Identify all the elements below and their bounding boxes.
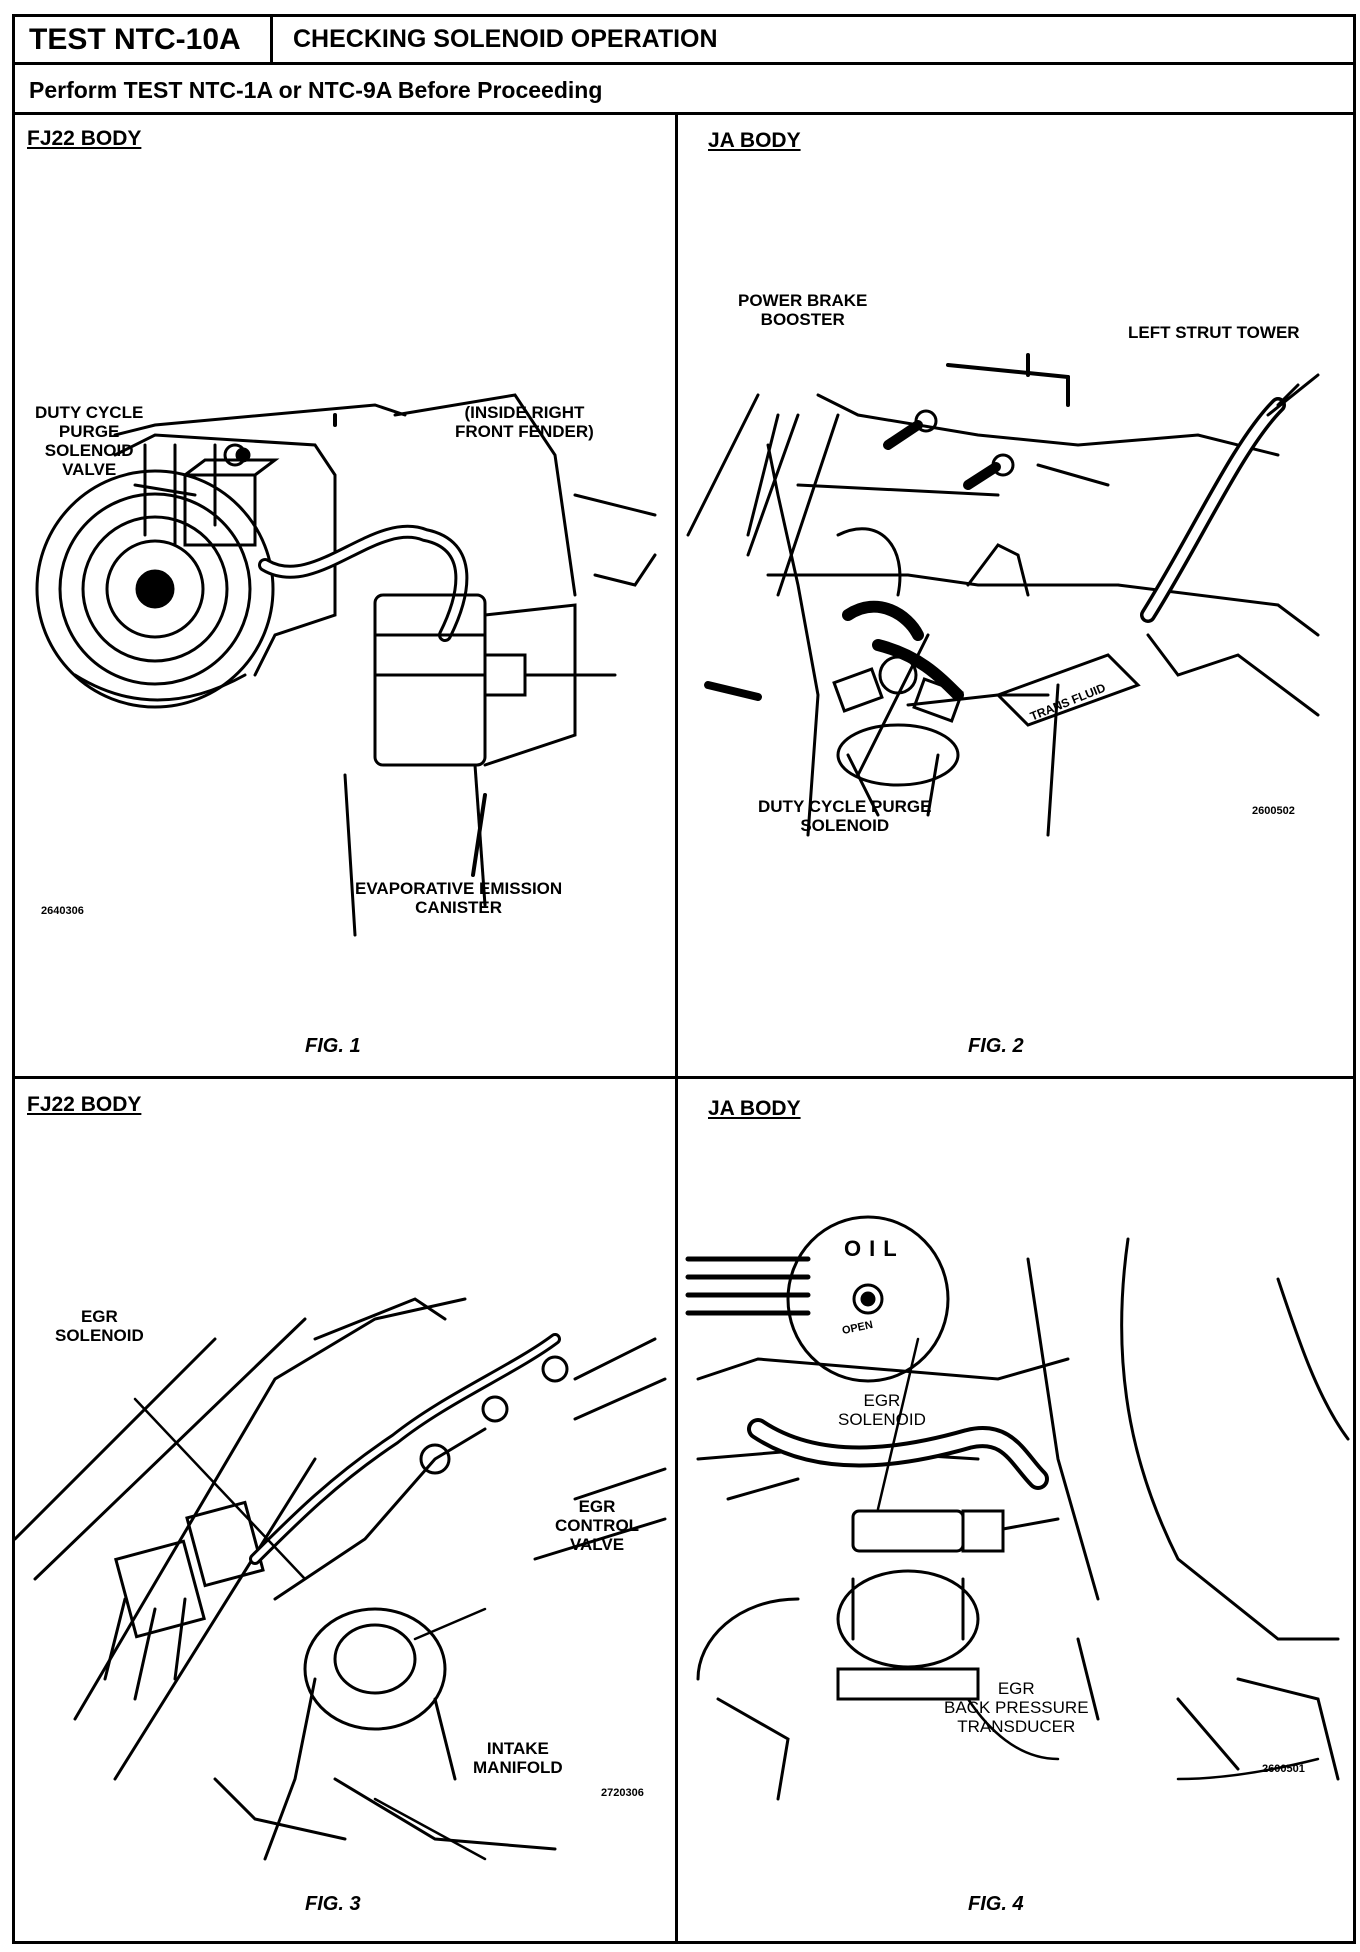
callout-line: (INSIDE RIGHT — [464, 403, 585, 422]
callout-line: MANIFOLD — [473, 1758, 563, 1777]
figure-label: FIG. 1 — [305, 1035, 361, 1057]
callout-line: CONTROL — [555, 1516, 640, 1535]
figure-label: FIG. 2 — [968, 1035, 1024, 1057]
callout-line: EGR — [863, 1391, 901, 1410]
prerequisite-row: Perform TEST NTC-1A or NTC-9A Before Pro… — [15, 65, 1353, 115]
callout-line: SOLENOID — [838, 1410, 926, 1429]
intake-manifold-callout: INTAKE MANIFOLD — [473, 1739, 563, 1777]
callout-line: SOLENOID — [800, 816, 890, 835]
strut-tower-callout: LEFT STRUT TOWER — [1128, 323, 1300, 342]
booster-callout: POWER BRAKE BOOSTER — [738, 291, 867, 329]
egr-control-valve-callout: EGR CONTROL VALVE — [555, 1497, 639, 1554]
header-row: TEST NTC-10A CHECKING SOLENOID OPERATION — [15, 17, 1353, 65]
prerequisite-text: Perform TEST NTC-1A or NTC-9A Before Pro… — [29, 77, 603, 103]
callout-line: BACK PRESSURE — [944, 1698, 1089, 1717]
callout-line: TRANSDUCER — [957, 1717, 1076, 1736]
figure-code: 2720306 — [601, 1787, 644, 1799]
egr-solenoid-callout: EGR SOLENOID — [55, 1307, 144, 1345]
purge-valve-illustration — [35, 393, 657, 937]
callout-line: VALVE — [62, 460, 117, 479]
callout-line: DUTY CYCLE PURGE — [758, 797, 932, 816]
figure-code: 2600501 — [1262, 1763, 1305, 1775]
body-label: JA BODY — [708, 1097, 801, 1120]
egr-back-pressure-transducer-callout: EGR BACK PRESSURE TRANSDUCER — [944, 1679, 1089, 1736]
ja-purge-illustration — [686, 353, 1320, 837]
callout-line: DUTY CYCLE — [35, 403, 144, 422]
canister-callout: EVAPORATIVE EMISSION CANISTER — [355, 879, 562, 917]
callout-line: SOLENOID — [44, 441, 134, 460]
callout-line: BOOSTER — [760, 310, 845, 329]
egr-solenoid-callout: EGR SOLENOID — [838, 1391, 926, 1429]
callout-line: SOLENOID — [55, 1326, 144, 1345]
figure-panel-2: JA BODY — [678, 115, 1353, 1079]
figure-code: 2640306 — [41, 905, 84, 917]
figure-label: FIG. 3 — [305, 1893, 361, 1915]
body-label: FJ22 BODY — [27, 127, 142, 150]
body-label: FJ22 BODY — [27, 1093, 142, 1116]
callout-line: EGR — [997, 1679, 1035, 1698]
callout-line: FRONT FENDER) — [455, 422, 594, 441]
purge-solenoid-callout: DUTY CYCLE PURGE SOLENOID — [758, 797, 932, 835]
callout-line: INTAKE — [486, 1739, 549, 1758]
egr-transducer-illustration — [685, 1215, 1350, 1801]
figure-panel-3: FJ22 BODY — [15, 1079, 678, 1941]
figure-panel-4: JA BODY — [678, 1079, 1353, 1941]
callout-line: POWER BRAKE — [738, 291, 868, 310]
figure-label: FIG. 4 — [968, 1893, 1024, 1915]
callout-line: CANISTER — [415, 898, 503, 917]
figure-panel-1: FJ22 BODY — [15, 115, 678, 1079]
callout-line: EVAPORATIVE EMISSION — [355, 879, 563, 898]
purge-valve-callout: DUTY CYCLE PURGE SOLENOID VALVE — [35, 403, 143, 479]
callout-line: PURGE — [58, 422, 120, 441]
egr-solenoid-illustration — [15, 1297, 667, 1861]
test-procedure-sheet: TEST NTC-10A CHECKING SOLENOID OPERATION… — [12, 14, 1356, 1944]
body-label: JA BODY — [708, 129, 801, 152]
callout-line: EGR — [578, 1497, 616, 1516]
test-title: CHECKING SOLENOID OPERATION — [293, 25, 718, 53]
fender-callout: (INSIDE RIGHT FRONT FENDER) — [455, 403, 594, 441]
oil-cap-label: OIL — [844, 1236, 905, 1261]
figure-code: 2600502 — [1252, 805, 1295, 817]
callout-line: VALVE — [569, 1535, 625, 1554]
callout-line: EGR — [80, 1307, 118, 1326]
test-id: TEST NTC-10A — [15, 17, 273, 62]
